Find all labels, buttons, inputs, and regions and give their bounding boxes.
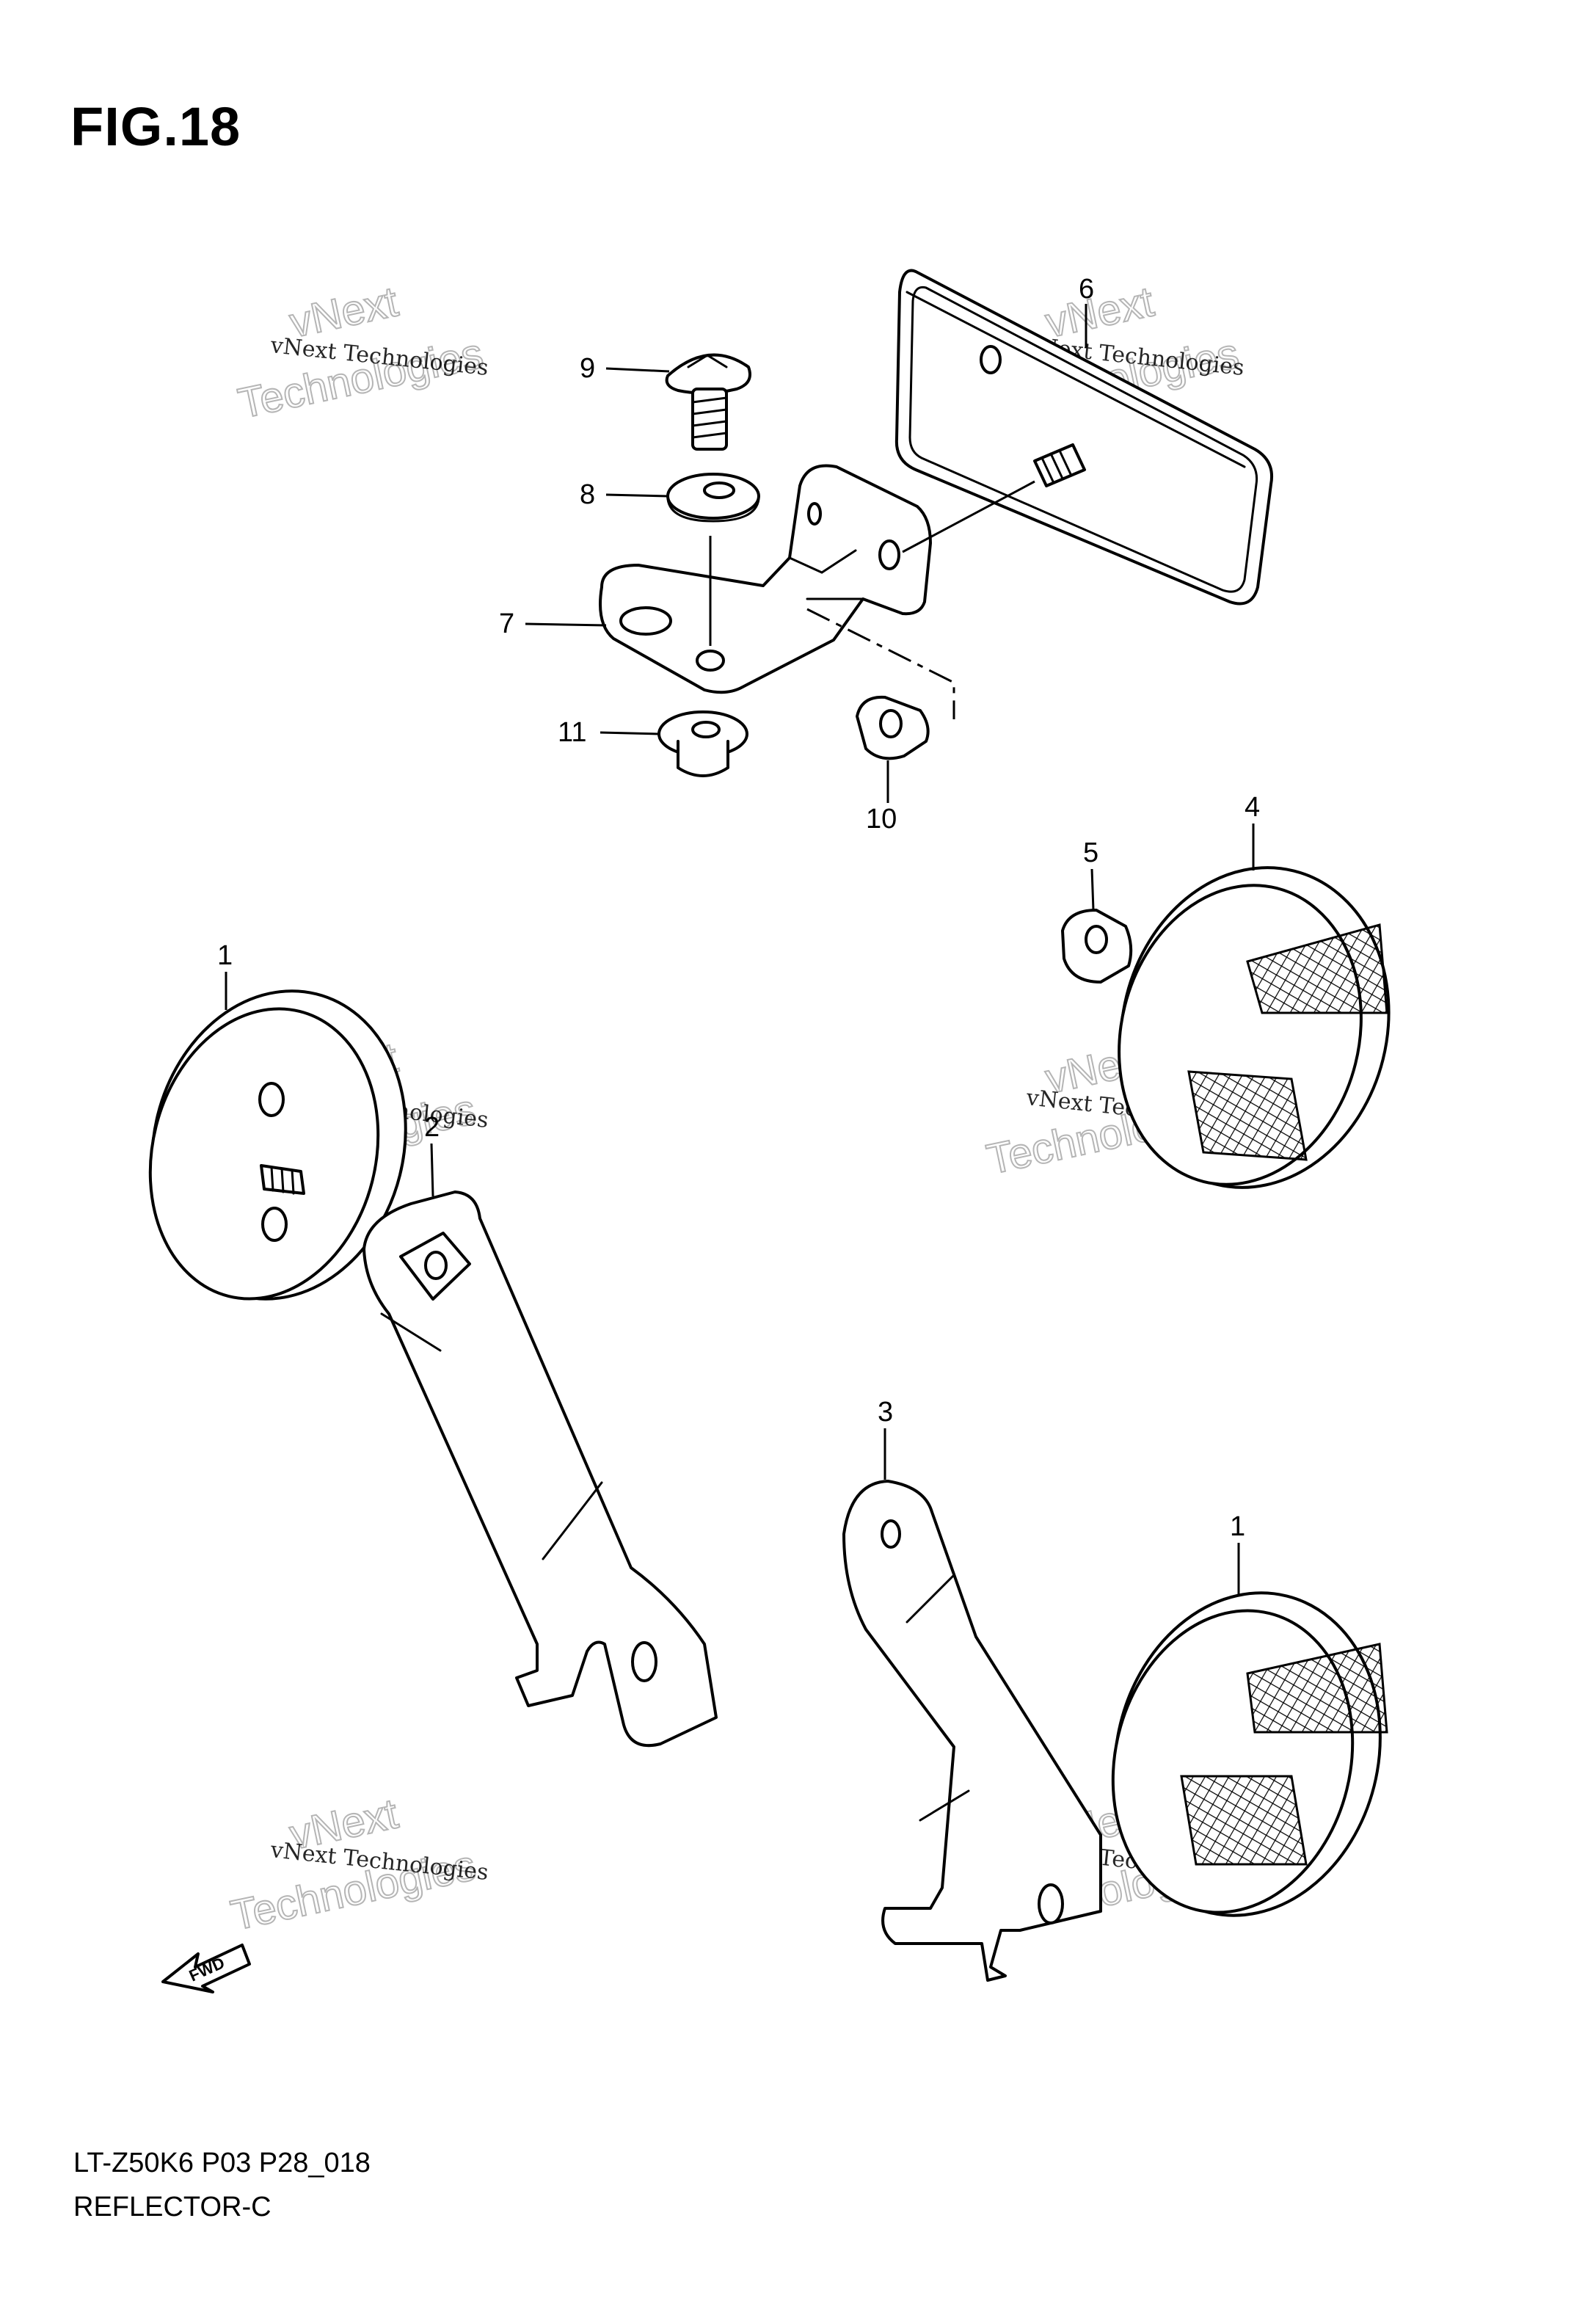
part-8-washer — [666, 473, 760, 523]
watermark-top-left: Technologies vNext vNext Technologies — [233, 277, 489, 428]
callout-4: 4 — [1245, 792, 1260, 870]
part-6-rect-reflector — [894, 269, 1273, 606]
callout-1-left: 1 — [217, 940, 233, 1010]
callout-8: 8 — [580, 479, 668, 510]
part-7-bracket — [599, 464, 932, 694]
svg-text:7: 7 — [499, 608, 514, 639]
callout-10: 10 — [866, 760, 897, 835]
part-10-flange-nut — [856, 695, 930, 760]
watermark-bottom-left: Technologies vNext vNext Technologies — [226, 1789, 489, 1940]
callout-6: 6 — [1079, 274, 1094, 348]
svg-text:5: 5 — [1083, 837, 1098, 868]
svg-text:1: 1 — [1230, 1511, 1245, 1542]
svg-text:2: 2 — [424, 1112, 440, 1143]
assembly-line-6-7 — [902, 480, 1035, 553]
part-1-round-reflector-right — [1111, 1591, 1388, 1917]
diagram-name: REFLECTOR-C — [73, 2192, 272, 2222]
svg-text:3: 3 — [878, 1397, 893, 1428]
part-3-bracket — [842, 1480, 1102, 1982]
svg-text:11: 11 — [558, 717, 586, 748]
part-5-nut — [1061, 909, 1133, 984]
callout-1-right: 1 — [1230, 1511, 1245, 1594]
callout-5: 5 — [1083, 837, 1098, 911]
svg-text:8: 8 — [580, 479, 595, 510]
callout-7: 7 — [499, 608, 607, 639]
part-1-round-reflector-left — [148, 989, 407, 1301]
callout-3: 3 — [878, 1397, 893, 1480]
part-9-bolt — [665, 353, 751, 451]
callout-2: 2 — [424, 1112, 440, 1197]
svg-text:1: 1 — [217, 940, 233, 971]
svg-text:9: 9 — [580, 353, 595, 384]
diagram-code: LT-Z50K6 P03 P28_018 — [73, 2148, 371, 2178]
svg-text:6: 6 — [1079, 274, 1094, 305]
part-2-bracket — [362, 1190, 718, 1748]
svg-text:10: 10 — [866, 804, 897, 835]
fwd-arrow: FWD — [161, 1944, 251, 1993]
assembly-line-6-10 — [806, 608, 955, 719]
part-11-flange-nut — [657, 710, 748, 777]
part-4-round-reflector — [1118, 866, 1391, 1189]
svg-text:4: 4 — [1245, 792, 1260, 823]
figure-title: FIG.18 — [70, 96, 241, 157]
callout-11: 11 — [558, 717, 660, 748]
callout-9: 9 — [580, 353, 670, 384]
